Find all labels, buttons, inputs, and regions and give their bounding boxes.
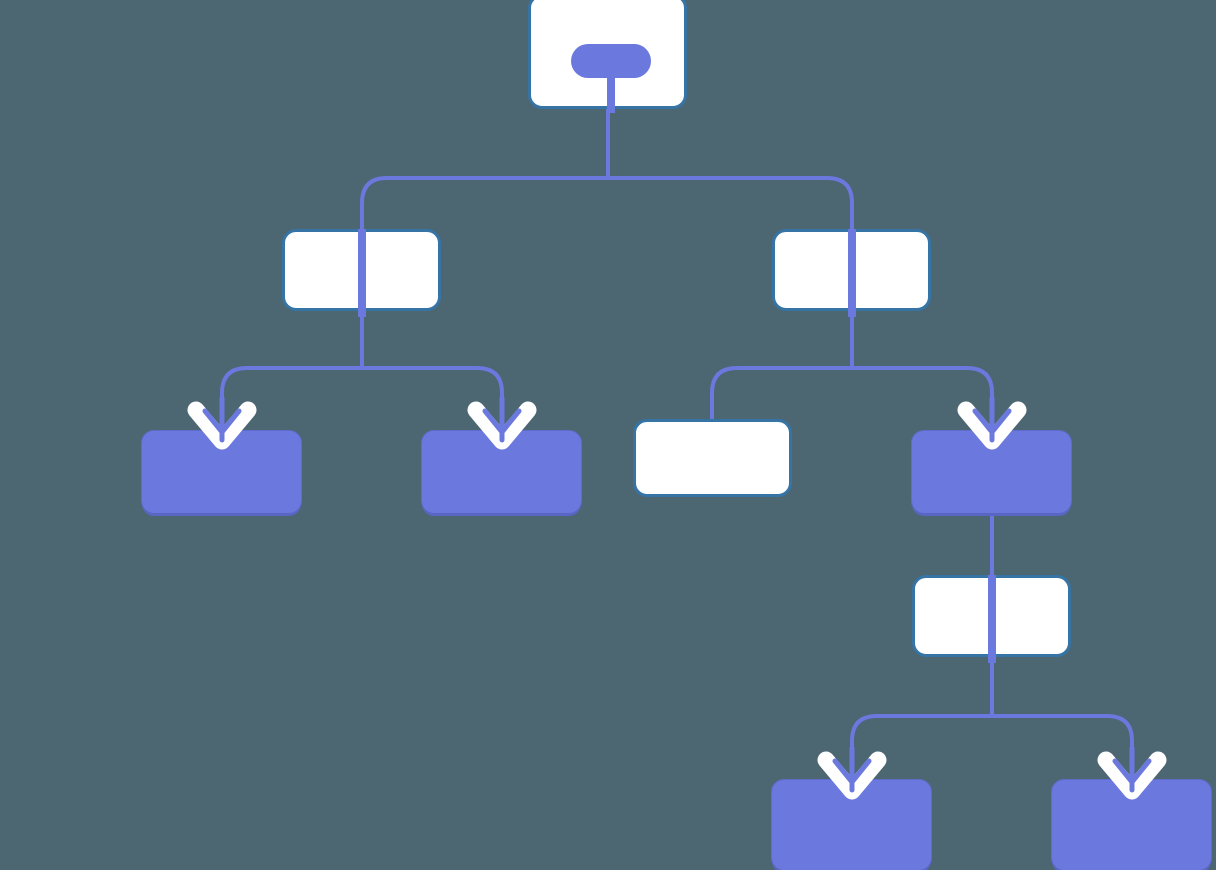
node-leaf-5[interactable] bbox=[1052, 780, 1211, 870]
node-mid-left[interactable] bbox=[282, 229, 441, 317]
node-branch[interactable] bbox=[912, 431, 1071, 513]
node-mid-right-inner-line bbox=[847, 229, 856, 317]
node-root[interactable] bbox=[528, 0, 687, 113]
node-leaf-4[interactable] bbox=[772, 780, 931, 870]
node-sub-white[interactable] bbox=[912, 575, 1071, 663]
node-mid-left-inner-line bbox=[357, 229, 366, 317]
node-leaf-2[interactable] bbox=[422, 431, 581, 513]
root-pill-shape bbox=[571, 44, 651, 78]
node-sub-white-inner-line bbox=[987, 575, 996, 663]
node-leaf-3[interactable] bbox=[633, 419, 792, 497]
root-pill-stem bbox=[607, 73, 615, 113]
node-mid-right[interactable] bbox=[772, 229, 931, 317]
node-leaf-1[interactable] bbox=[142, 431, 301, 513]
edge-mid-right-to-leaf-3 bbox=[710, 366, 852, 420]
